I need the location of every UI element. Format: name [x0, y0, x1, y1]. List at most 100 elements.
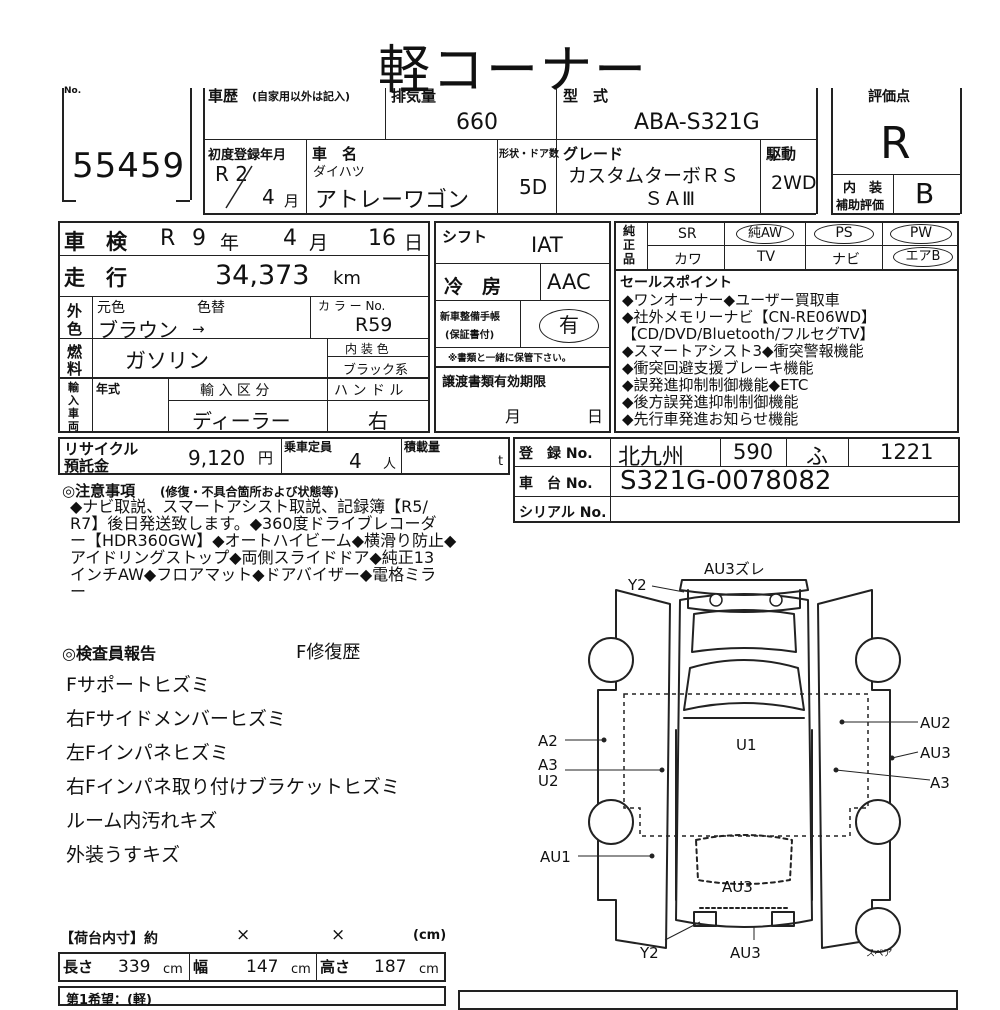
date-slash: [225, 165, 253, 209]
lot-no-label: No.: [64, 86, 82, 96]
color-change-arrow: →: [192, 320, 205, 338]
diagram-label-u2: U2: [538, 772, 559, 790]
notes-line: R7】後日発送致します。◆360度ドライブレコーダ: [70, 514, 437, 533]
sales-point-line: ◆ワンオーナー◆ユーザー買取車: [622, 291, 840, 309]
grade-line-2: ＳＡⅢ: [644, 188, 696, 210]
handle-value: 右: [368, 409, 388, 433]
inspection-day-unit: 日: [404, 232, 424, 254]
notes-line: アイドリングストップ◆両側スライドドア◆純正13: [70, 548, 435, 567]
interior-score-label-1: 内 装: [843, 181, 883, 196]
drive-label: 駆動: [766, 145, 797, 163]
import-category-value: ディーラー: [192, 409, 291, 433]
model-label: 型 式: [563, 87, 609, 105]
diagram-label-au2: AU2: [920, 714, 951, 732]
sales-point-line: ◆衝突回避支援ブレーキ機能: [622, 359, 814, 377]
sales-points-label: セールスポイント: [620, 275, 732, 291]
equip-genuine-aw: 純AW: [736, 224, 794, 244]
shift-value: IAT: [531, 233, 563, 257]
plate-number: 1221: [880, 440, 934, 464]
sales-point-line: ◆スマートアシスト3◆衝突警報機能: [622, 342, 864, 360]
import-year-label: 年式: [96, 382, 121, 396]
sales-point-line: ◆後方誤発進抑制制御機能: [622, 393, 799, 411]
equip-ps: PS: [814, 224, 874, 244]
inspection-month: 4: [283, 226, 297, 251]
maintenance-manual-note: ※書類と一緒に保管下さい。: [448, 353, 572, 364]
notes-line: ー: [70, 582, 87, 601]
cargo-height-unit: cm: [419, 962, 439, 977]
cargo-label: 【荷台内寸】約: [60, 931, 158, 947]
sales-point-line: ◆先行車発進お知らせ機能: [622, 410, 799, 428]
inspector-report-label: ◎検査員報告: [62, 644, 156, 663]
interior-color-value: ブラック系: [343, 363, 409, 378]
notes-label: ◎注意事項: [62, 482, 136, 500]
bottom-right-box: [458, 990, 958, 1010]
grade-line-1: カスタムターボＲＳ: [568, 165, 740, 187]
chassis-label: 車 台 No.: [519, 476, 593, 492]
cargo-length-label: 長さ: [63, 958, 94, 976]
diagram-label-a3-left: A3: [538, 756, 558, 774]
equip-pw: PW: [890, 224, 952, 244]
inspection-label: 車 検: [64, 230, 127, 254]
interior-color-label: 内 装 色: [345, 342, 389, 356]
car-name-label: 車 名: [312, 145, 358, 163]
plate-label: 登 録 No.: [519, 446, 593, 462]
diagram-label-au3-bottom: AU3: [730, 944, 761, 962]
cargo-length: 339: [118, 957, 151, 977]
car-damage-diagram: AU3ズレ Y2 A2 A3 U2 U1 AU1 AU2 AU3 A3 AU3 …: [538, 560, 951, 962]
plate-class: 590: [733, 440, 774, 464]
changed-color-label: 色替: [197, 300, 225, 316]
import-category-label: 輸 入 区 分: [200, 383, 270, 399]
cargo-times-2: ×: [331, 925, 346, 945]
inspection-year-unit: 年: [220, 232, 240, 254]
diagram-label-au3-rear: AU3: [722, 878, 753, 896]
drive-value: 2WD: [771, 172, 817, 194]
genuine-parts-label-1: 純: [623, 224, 636, 238]
exterior-color-value: ブラウン: [98, 318, 178, 342]
plate-kana: ふ: [806, 445, 829, 470]
transfer-docs-label: 譲渡書類有効期限: [442, 375, 547, 390]
genuine-parts-label-2: 正: [623, 238, 636, 252]
diagram-label-au3-shift: AU3ズレ: [704, 560, 765, 578]
cargo-height-label: 高さ: [320, 958, 351, 976]
lot-number: 55459: [72, 146, 186, 186]
import-label-3: 車: [68, 407, 79, 420]
recycle-value: 9,120: [188, 446, 246, 470]
sales-point-line: ◆社外メモリーナビ【CN-RE06WD】: [622, 308, 877, 326]
inspection-year: 9: [192, 226, 206, 251]
equip-airbag: エアB: [893, 247, 953, 267]
inspector-item: 左Fインパネヒズミ: [66, 742, 229, 764]
notes-line: インチAW◆フロアマット◆ドアバイザー◆電格ミラ: [70, 565, 437, 584]
transfer-month-unit: 月: [505, 407, 522, 426]
maintenance-manual-label-2: (保証書付): [445, 330, 495, 341]
import-label-1: 輸: [68, 381, 79, 394]
fuel-label-1: 燃: [67, 343, 83, 361]
diagram-label-u1: U1: [736, 736, 757, 754]
shift-label: シフト: [442, 228, 488, 246]
grade-label: グレード: [563, 145, 624, 163]
diagram-label-a2: A2: [538, 732, 558, 750]
notes-line: ー【HDR360GW】◆オートハイビーム◆横滑り防止◆: [70, 531, 457, 550]
color-number-value: R59: [355, 314, 393, 336]
color-number-label: カ ラ ー No.: [318, 299, 386, 313]
maintenance-manual-value: 有: [539, 309, 599, 343]
cargo-height: 187: [374, 957, 407, 977]
cargo-width-unit: cm: [291, 962, 311, 977]
load-capacity-label: 積載量: [404, 440, 441, 454]
mileage-unit: km: [333, 268, 361, 289]
inspection-era: R: [160, 226, 176, 251]
displacement-label: 排気量: [391, 87, 437, 105]
capacity-unit: 人: [383, 457, 397, 472]
capacity-label: 乗車定員: [284, 440, 333, 454]
cargo-unit-label: (cm): [413, 928, 447, 943]
sales-point-line: ◆誤発進抑制制御機能◆ETC: [622, 376, 809, 394]
diagram-label-au3-right: AU3: [920, 744, 951, 762]
original-color-label: 元色: [97, 300, 125, 316]
handle-label: ハ ン ド ル: [334, 383, 404, 399]
equip-navi: ナビ: [832, 252, 860, 268]
recycle-label-1: リサイクル: [64, 440, 139, 458]
repair-history: F修復歴: [296, 642, 361, 663]
cargo-bottom-partial: 第1希望：(軽): [66, 993, 152, 1008]
first-registration-month-unit: 月: [284, 192, 300, 210]
aircon-label: 冷 房: [444, 276, 502, 298]
inspection-month-unit: 月: [309, 232, 329, 254]
